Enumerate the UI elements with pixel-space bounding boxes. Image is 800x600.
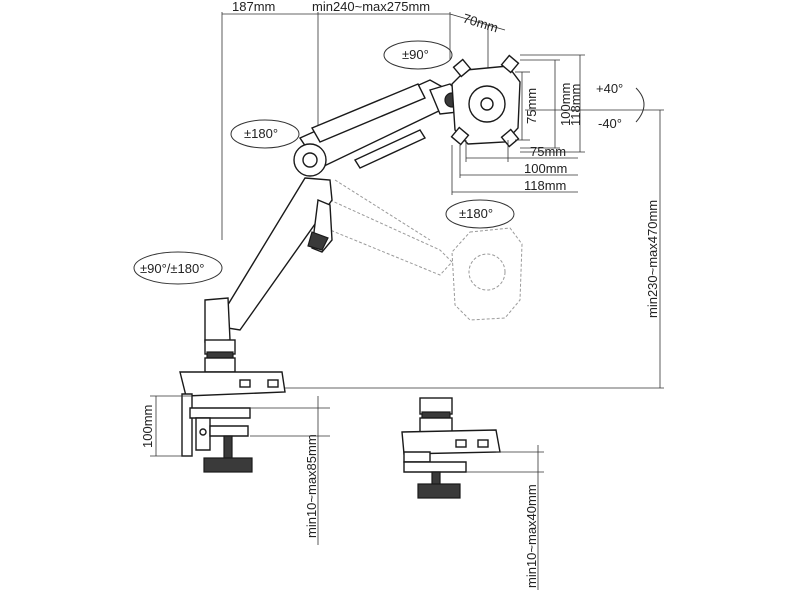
base-rotation-label: ±90°/±180°	[140, 261, 204, 276]
vesa-width-dimensions: 75mm 100mm 118mm	[451, 140, 578, 195]
elbow-rotation-indicator: ±180°	[230, 119, 300, 149]
grommet-dimensions: min10~max40mm	[466, 445, 544, 590]
tilt-down-label: -40°	[598, 116, 622, 131]
vesa-width-75-label: 75mm	[530, 144, 566, 159]
arm-upper	[293, 79, 449, 177]
desk-clamp	[179, 371, 286, 473]
arm-lower	[204, 177, 333, 343]
vesa-height-75-label: 75mm	[524, 88, 539, 124]
elbow-rotation-label: ±180°	[244, 126, 278, 141]
vesa-height-100-label: 100mm	[558, 83, 573, 126]
vesa-rotation-label: ±180°	[459, 206, 493, 221]
head-offset-label: 70mm	[461, 11, 500, 36]
head-swivel-label: ±90°	[402, 47, 429, 62]
height-range-dimension: min230~max470mm	[270, 109, 664, 389]
vesa-width-118-label: 118mm	[524, 178, 566, 193]
arm-segment-1-label: 187mm	[232, 0, 275, 14]
head-swivel-indicator: ±90°	[383, 40, 453, 70]
grommet-mount	[401, 397, 501, 499]
clamp-range-label: min10~max85mm	[304, 434, 319, 538]
vesa-height-dimensions: 75mm 100mm 118mm	[515, 54, 585, 153]
base-rotation-indicator: ±90°/±180°	[133, 251, 223, 285]
grommet-range-label: min10~max40mm	[524, 484, 539, 588]
vesa-rotation-indicator: ±180°	[445, 199, 515, 229]
tilt-indicator: +40° -40°	[596, 81, 645, 131]
height-range-label: min230~max470mm	[645, 200, 660, 318]
arm-segment-2-label: min240~max275mm	[312, 0, 430, 14]
vesa-height-118-label: 118mm	[568, 84, 583, 126]
clamp-height-label: 100mm	[140, 405, 155, 448]
vesa-width-100-label: 100mm	[524, 161, 567, 176]
pole-column	[204, 339, 236, 373]
vesa-plate	[450, 54, 521, 148]
clamp-dimensions: 100mm min10~max85mm	[140, 395, 330, 545]
ghost-arm-position	[329, 179, 523, 321]
tilt-up-label: +40°	[596, 81, 623, 96]
